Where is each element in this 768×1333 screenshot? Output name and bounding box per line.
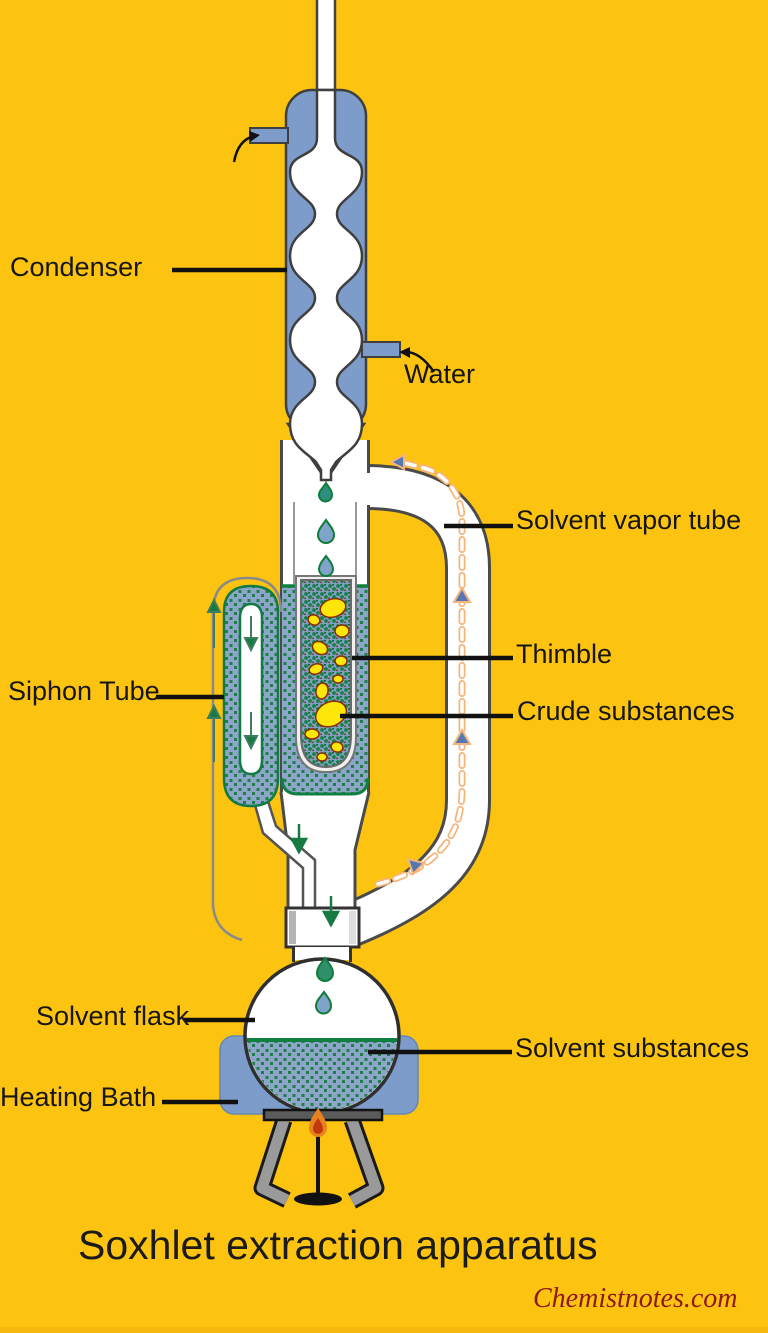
outlet-arrow (232, 131, 260, 163)
crude-substance-blobs (304, 597, 350, 762)
condenser-drops (316, 481, 336, 577)
tripod-stand (253, 1108, 385, 1209)
label-heating-bath: Heating Bath (0, 1082, 157, 1112)
water-arrow (399, 347, 436, 373)
bottom-edge-strip (0, 1327, 768, 1333)
diagram-title: Soxhlet extraction apparatus (78, 1222, 598, 1268)
thimble-shape (295, 575, 357, 774)
vapor-flow-dashes (374, 453, 472, 888)
outlet-flow-arrows (289, 824, 341, 928)
solvent-drop (314, 990, 333, 1015)
siphon-tube-shape (206, 576, 283, 942)
label-condenser: Condenser (10, 252, 143, 282)
solvent-vapor-tube-shape (341, 464, 491, 947)
label-thimble: Thimble (516, 639, 613, 669)
label-solvent-vapor-tube: Solvent vapor tube (516, 505, 742, 535)
water-inlet-arm (361, 341, 401, 358)
condenser-bulbs (288, 88, 364, 482)
condenser-shape (232, 0, 401, 483)
leader-lines (156, 267, 513, 1105)
solvent-drop (315, 956, 335, 982)
label-solvent-flask: Solvent flask (36, 1001, 190, 1031)
extractor-chamber (251, 440, 371, 962)
watermark-text: Chemistnotes.com (533, 1283, 738, 1314)
label-siphon-tube: Siphon Tube (8, 676, 160, 706)
label-water: Water (404, 359, 476, 389)
label-solvent-substances: Solvent substances (515, 1033, 750, 1063)
label-crude-substances: Crude substances (517, 696, 735, 726)
siphon-flow-arrows (206, 597, 259, 762)
